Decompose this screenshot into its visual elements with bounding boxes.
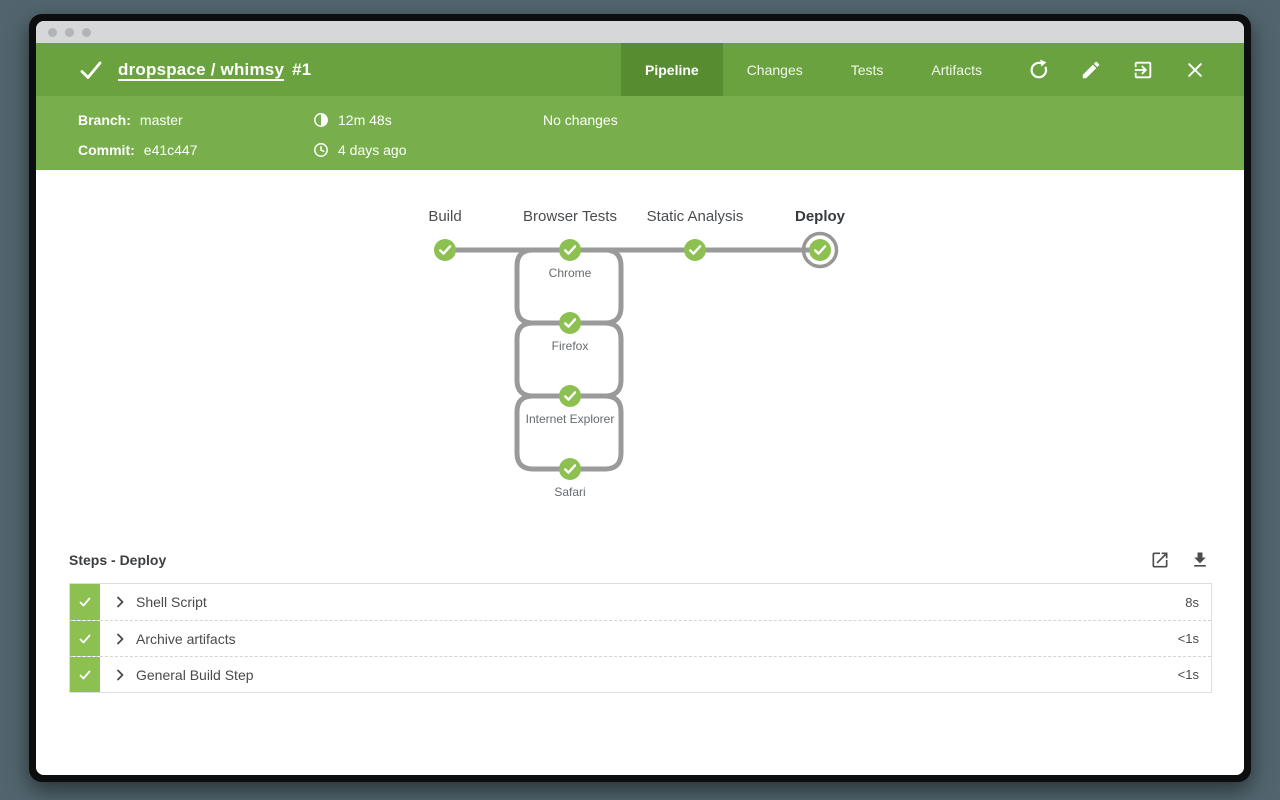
steps-table: Shell Script 8s Archive artifacts <box>69 583 1212 693</box>
pipeline-node-chrome[interactable] <box>557 237 583 263</box>
run-header: dropspace / whimsy #1 Pipeline Changes T… <box>36 43 1244 96</box>
duration-icon <box>313 112 329 128</box>
step-row-shell-script[interactable]: Shell Script 8s <box>70 584 1211 620</box>
step-name: Archive artifacts <box>136 630 236 647</box>
duration-value: 12m 48s <box>338 112 392 128</box>
commit-value: e41c447 <box>143 142 198 158</box>
step-name: Shell Script <box>136 594 207 610</box>
step-success-icon <box>70 584 100 620</box>
download-log-icon[interactable] <box>1188 548 1212 572</box>
step-row-general-build-step[interactable]: General Build Step <1s <box>70 656 1211 692</box>
step-name: General Build Step <box>136 666 254 683</box>
rerun-icon[interactable] <box>1020 51 1058 89</box>
branch-label: Branch: <box>78 112 131 128</box>
close-icon[interactable] <box>1176 51 1214 89</box>
build-number: #1 <box>292 59 312 79</box>
pipeline-content: Build Browser Tests Static Analysis Depl… <box>36 170 1244 775</box>
pipeline-node-safari[interactable] <box>557 456 583 482</box>
branch-label-firefox: Firefox <box>551 339 589 353</box>
stage-label-static-analysis: Static Analysis <box>646 208 744 225</box>
step-success-icon <box>70 621 100 656</box>
stage-label-browser-tests: Browser Tests <box>523 208 617 225</box>
step-duration: <1s <box>1177 667 1199 682</box>
step-duration: <1s <box>1177 631 1199 646</box>
titlebar <box>36 21 1244 43</box>
window-close-dot[interactable] <box>48 27 57 37</box>
pipeline-node-deploy[interactable] <box>807 237 833 263</box>
pipeline-node-static-analysis[interactable] <box>682 237 708 263</box>
pipeline-node-firefox[interactable] <box>557 310 583 336</box>
chevron-right-icon[interactable] <box>114 669 126 681</box>
chevron-right-icon[interactable] <box>114 633 126 645</box>
clock-icon <box>313 142 329 158</box>
tab-tests[interactable]: Tests <box>850 61 884 78</box>
commit-label: Commit: <box>78 142 135 158</box>
branch-label-chrome: Chrome <box>548 266 592 280</box>
window-maximize-dot[interactable] <box>82 27 91 37</box>
page-title: dropspace / whimsy #1 <box>118 60 311 80</box>
tab-artifacts[interactable]: Artifacts <box>931 61 982 78</box>
app-window: dropspace / whimsy #1 Pipeline Changes T… <box>36 21 1244 775</box>
stage-label-build: Build <box>428 208 462 225</box>
steps-section: Steps - Deploy <box>36 545 1244 693</box>
step-success-icon <box>70 657 100 692</box>
branch-label-internet-explorer: Internet Explorer <box>525 412 615 426</box>
changes-summary: No changes <box>543 112 618 128</box>
window-minimize-dot[interactable] <box>65 27 74 37</box>
step-duration: 8s <box>1185 594 1199 610</box>
selected-node-ring <box>801 231 839 269</box>
pipeline-node-internet-explorer[interactable] <box>557 383 583 409</box>
open-classic-icon[interactable] <box>1124 51 1162 89</box>
open-log-icon[interactable] <box>1148 548 1172 572</box>
tab-changes[interactable]: Changes <box>746 61 803 78</box>
header-actions <box>1006 43 1244 96</box>
success-check-icon <box>78 57 104 83</box>
tab-pipeline[interactable]: Pipeline <box>621 43 723 96</box>
window-frame: dropspace / whimsy #1 Pipeline Changes T… <box>29 14 1251 782</box>
time-ago-value: 4 days ago <box>338 142 407 158</box>
run-title-link[interactable]: dropspace / whimsy <box>118 59 285 79</box>
pipeline-connectors <box>445 247 820 472</box>
step-row-archive-artifacts[interactable]: Archive artifacts <1s <box>70 620 1211 656</box>
chevron-right-icon[interactable] <box>114 596 126 608</box>
edit-icon[interactable] <box>1072 51 1110 89</box>
run-info-bar: Branch: master Commit: e41c447 1 <box>36 96 1244 170</box>
branch-value: master <box>139 112 183 128</box>
steps-title: Steps - Deploy <box>69 552 167 568</box>
tab-bar: Pipeline Changes Tests Artifacts <box>621 43 1006 96</box>
pipeline-node-build[interactable] <box>432 237 458 263</box>
branch-label-safari: Safari <box>554 485 586 499</box>
pipeline-graph: Build Browser Tests Static Analysis Depl… <box>36 170 1244 545</box>
stage-label-deploy: Deploy <box>794 208 846 225</box>
